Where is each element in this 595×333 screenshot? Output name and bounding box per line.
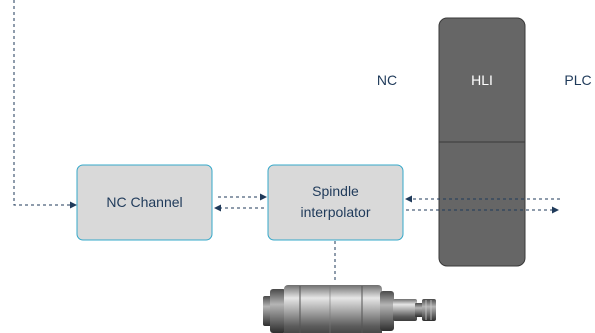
hli-column: HLI bbox=[438, 17, 526, 267]
hli-label: HLI bbox=[471, 72, 493, 88]
spindle-label-line2: interpolator bbox=[300, 204, 370, 220]
plc-region-label: PLC bbox=[564, 72, 591, 88]
nc-channel-block: NC Channel bbox=[76, 164, 213, 241]
spindle-interpolator-box bbox=[267, 164, 404, 241]
spindle-motor-image bbox=[263, 285, 436, 333]
input-connector bbox=[13, 0, 77, 209]
spindle-label-line1: Spindle bbox=[312, 183, 359, 199]
nc-region-label: NC bbox=[377, 72, 397, 88]
spindle-interpolator-block: Spindle interpolator bbox=[267, 164, 404, 241]
nc-channel-box bbox=[76, 164, 213, 241]
nc-channel-label: NC Channel bbox=[106, 194, 182, 210]
